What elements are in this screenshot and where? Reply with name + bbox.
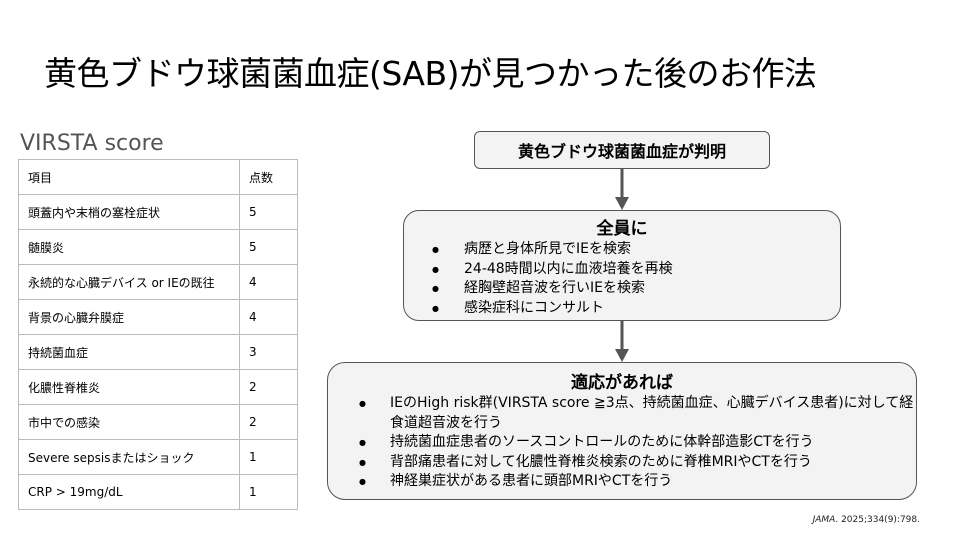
all-patients-list: 病歴と身体所見でIEを検索 24-48時間以内に血液培養を再検 経胸壁超音波を行… xyxy=(404,240,840,318)
all-patients-heading: 全員に xyxy=(596,219,648,239)
score-points-cell: 1 xyxy=(239,474,298,510)
slide-title: 黄色ブドウ球菌菌血症(SAB)が見つかった後のお作法 xyxy=(44,54,817,93)
list-item: 背部痛患者に対して化膿性脊椎炎検索のために脊椎MRIやCTを行う xyxy=(328,453,916,473)
list-item: IEのHigh risk群(VIRSTA score ≧3点、持続菌血症、心臓デ… xyxy=(328,394,916,433)
table-header-row: 項目 点数 xyxy=(18,159,298,195)
score-points-cell: 4 xyxy=(239,299,298,335)
score-item-cell: Severe sepsisまたはショック xyxy=(18,439,240,475)
arrow-down-icon xyxy=(615,169,629,210)
score-points-cell: 5 xyxy=(239,229,298,265)
if-indicated-heading: 適応があれば xyxy=(571,373,673,393)
citation-details: . 2025;334(9):798. xyxy=(835,515,920,525)
score-item-cell: 永続的な心臓デバイス or IEの既往 xyxy=(18,264,240,300)
score-points-cell: 5 xyxy=(239,194,298,230)
score-item-cell: 持続菌血症 xyxy=(18,334,240,370)
score-points-cell: 2 xyxy=(239,404,298,440)
header-points: 点数 xyxy=(239,159,298,195)
score-item-cell: 化膿性脊椎炎 xyxy=(18,369,240,405)
score-points-cell: 4 xyxy=(239,264,298,300)
if-indicated-list: IEのHigh risk群(VIRSTA score ≧3点、持続菌血症、心臓デ… xyxy=(328,394,916,492)
header-item: 項目 xyxy=(18,159,240,195)
score-item-cell: CRP > 19mg/dL xyxy=(18,474,240,510)
score-points-cell: 2 xyxy=(239,369,298,405)
start-box-label: 黄色ブドウ球菌菌血症が判明 xyxy=(517,142,726,161)
citation: JAMA. 2025;334(9):798. xyxy=(813,515,920,525)
list-item: 持続菌血症患者のソースコントロールのために体幹部造影CTを行う xyxy=(328,433,916,453)
start-box: 黄色ブドウ球菌菌血症が判明 xyxy=(474,131,770,169)
list-item: 経胸壁超音波を行いIEを検索 xyxy=(404,279,840,299)
list-item: 神経巣症状がある患者に頭部MRIやCTを行う xyxy=(328,472,916,492)
citation-journal: JAMA xyxy=(812,515,836,525)
all-patients-box: 全員に 病歴と身体所見でIEを検索 24-48時間以内に血液培養を再検 経胸壁超… xyxy=(403,210,841,321)
arrow-down-icon xyxy=(615,321,629,362)
if-indicated-box: 適応があれば IEのHigh risk群(VIRSTA score ≧3点、持続… xyxy=(327,362,917,500)
list-item: 感染症科にコンサルト xyxy=(404,299,840,319)
score-item-cell: 髄膜炎 xyxy=(18,229,240,265)
score-table-title: VIRSTA score xyxy=(20,131,164,156)
score-item-cell: 頭蓋内や末梢の塞栓症状 xyxy=(18,194,240,230)
score-item-cell: 背景の心臓弁膜症 xyxy=(18,299,240,335)
list-item: 24-48時間以内に血液培養を再検 xyxy=(404,260,840,280)
score-points-cell: 1 xyxy=(239,439,298,475)
list-item: 病歴と身体所見でIEを検索 xyxy=(404,240,840,260)
score-points-cell: 3 xyxy=(239,334,298,370)
score-item-cell: 市中での感染 xyxy=(18,404,240,440)
